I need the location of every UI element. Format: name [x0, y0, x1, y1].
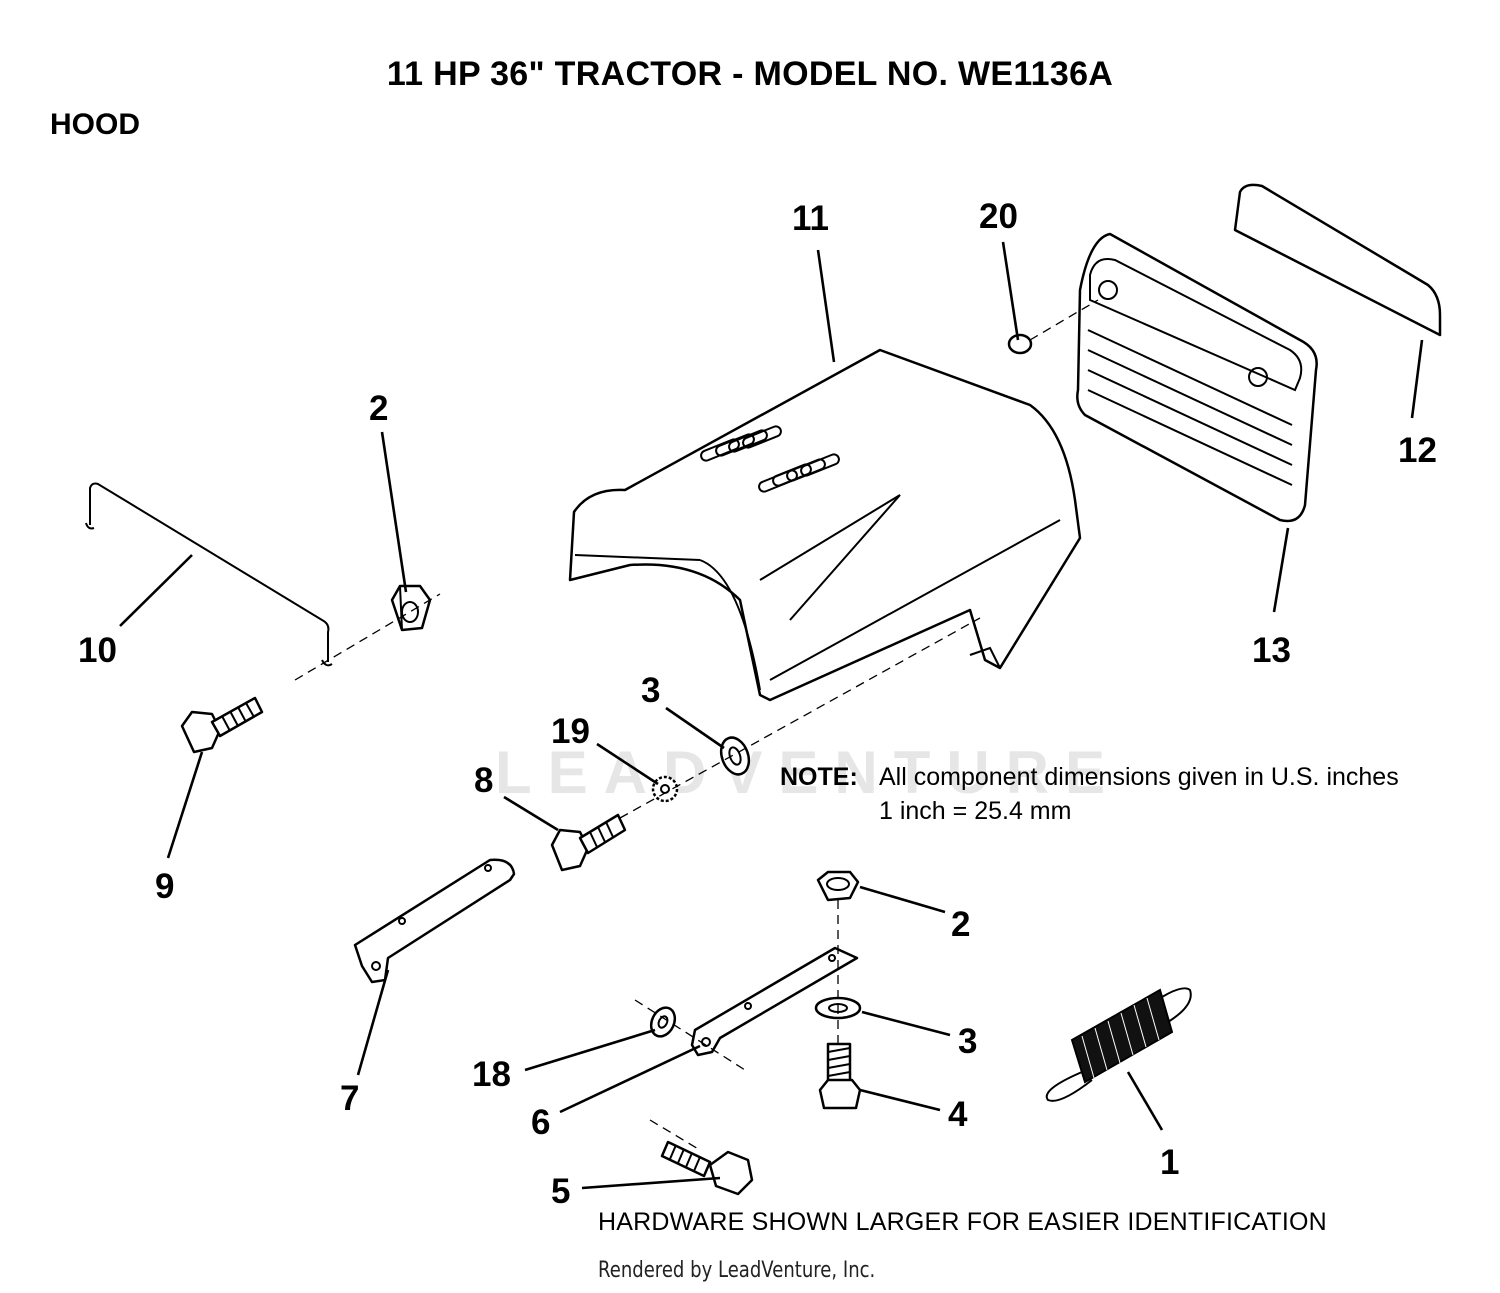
callout-5: 5 — [551, 1172, 570, 1211]
part-12-trim[interactable] — [1233, 183, 1442, 337]
note-line-1: All component dimensions given in U.S. i… — [879, 763, 1399, 791]
callout-2-lower: 2 — [951, 905, 970, 944]
leader-lines — [119, 241, 1424, 1190]
callout-3: 3 — [641, 671, 660, 710]
part-2-hex-nut-lower[interactable] — [816, 870, 860, 902]
callout-20: 20 — [979, 197, 1018, 236]
page-title: 11 HP 36" TRACTOR - MODEL NO. WE1136A — [386, 55, 1114, 93]
callout-3-lower: 3 — [958, 1022, 977, 1061]
part-2-hex-nut[interactable] — [390, 584, 432, 632]
note-block: NOTE: All component dimensions given in U… — [780, 760, 1399, 828]
part-6-bracket[interactable] — [690, 946, 859, 1057]
callout-8: 8 — [474, 761, 493, 800]
part-20-plug[interactable] — [1007, 333, 1033, 355]
part-10-hood-rod[interactable] — [85, 482, 333, 667]
callout-18: 18 — [472, 1055, 511, 1094]
section-title: HOOD — [50, 108, 140, 141]
callout-6: 6 — [531, 1103, 550, 1142]
render-credit: Rendered by LeadVenture, Inc. — [598, 1258, 876, 1283]
callout-2: 2 — [369, 389, 388, 428]
callout-labels: 11 20 12 13 2 10 9 3 19 8 2 7 3 18 6 4 1… — [78, 197, 1437, 1211]
part-4-bolt[interactable] — [818, 1042, 862, 1110]
part-5-bolt[interactable] — [660, 1140, 754, 1196]
hardware-note: HARDWARE SHOWN LARGER FOR EASIER IDENTIF… — [598, 1208, 1327, 1236]
callout-4: 4 — [948, 1095, 968, 1134]
note-label: NOTE: — [780, 763, 858, 791]
part-1-spring[interactable] — [1045, 987, 1192, 1102]
callout-13: 13 — [1252, 631, 1291, 670]
part-7-bracket[interactable] — [353, 858, 516, 984]
callout-1: 1 — [1160, 1143, 1179, 1182]
assembly-lines — [294, 299, 1099, 1151]
callout-19: 19 — [551, 712, 590, 751]
part-9-bolt[interactable] — [180, 696, 264, 754]
note-line-2: 1 inch = 25.4 mm — [879, 797, 1072, 825]
watermark: LEADVENTURE — [495, 739, 1122, 806]
part-19-star-washer[interactable] — [651, 775, 679, 803]
part-11-hood[interactable] — [568, 348, 1082, 702]
part-13-grille[interactable] — [1076, 232, 1318, 523]
callout-10: 10 — [78, 631, 117, 670]
part-3-washer[interactable] — [716, 734, 753, 779]
callout-11: 11 — [792, 199, 829, 238]
callout-9: 9 — [155, 867, 174, 906]
part-8-bolt[interactable] — [550, 813, 627, 872]
part-18-washer[interactable] — [647, 1004, 680, 1040]
callout-12: 12 — [1398, 431, 1437, 470]
callout-7: 7 — [340, 1079, 359, 1118]
